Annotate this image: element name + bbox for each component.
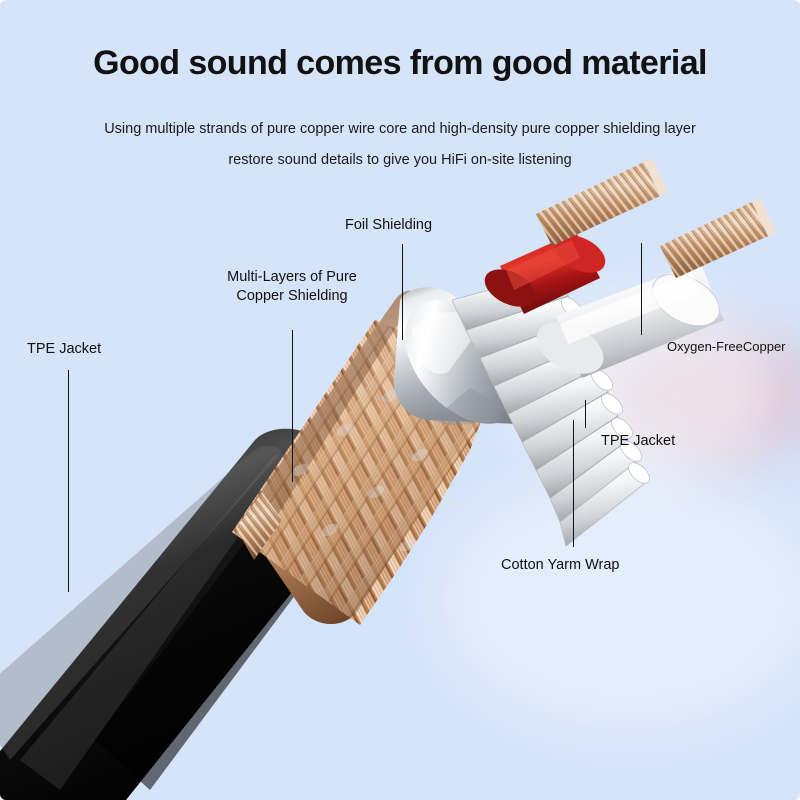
page-title: Good sound comes from good material (93, 44, 707, 82)
oxygen-free-copper-strands (536, 158, 776, 278)
copper-strands-under-braid (236, 492, 282, 560)
leader-line-cotton-yarm-wrap (573, 420, 574, 547)
callout-label-cotton-yarm-wrap: Cotton Yarm Wrap (501, 557, 620, 573)
page-subtitle-line-1: Using multiple strands of pure copper wi… (104, 121, 696, 137)
leader-line-oxygen-free-copper (641, 243, 642, 335)
callout-label-tpe-jacket-right: TPE Jacket (601, 433, 676, 449)
leader-line-tpe-jacket-left (68, 370, 69, 592)
leader-line-tpe-jacket-right (585, 400, 586, 428)
callout-label-oxygen-free-copper: Oxygen-FreeCopper (667, 339, 786, 354)
leader-line-multi-layers-shielding (292, 330, 293, 482)
page-subtitle: Using multiple strands of pure copper wi… (0, 114, 800, 176)
red-conductor-insulation (484, 232, 606, 314)
leader-line-foil-shielding (402, 244, 403, 340)
page-subtitle-line-2: restore sound details to give you HiFi o… (228, 152, 572, 168)
callout-label-tpe-jacket-left: TPE Jacket (27, 341, 102, 357)
callout-label-multi-layers-shielding: Multi-Layers of Pure Copper Shielding (227, 269, 357, 304)
front-white-tpe-tube (536, 262, 724, 378)
callout-label-foil-shielding: Foil Shielding (345, 217, 433, 233)
